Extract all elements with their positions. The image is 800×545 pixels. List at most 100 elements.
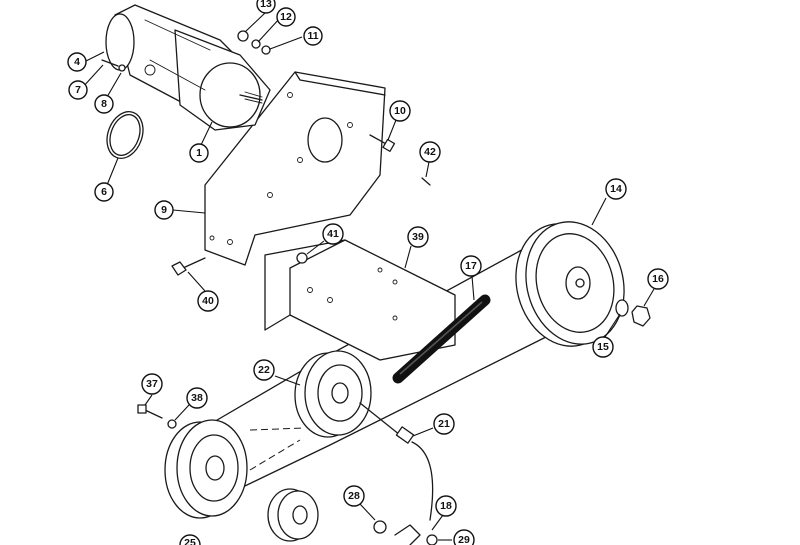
drive-pulley: [164, 419, 248, 519]
bracket-hole: [347, 122, 353, 128]
nut-41: [296, 252, 308, 264]
leader-10: [387, 119, 397, 141]
small-pulley-hub: [292, 505, 308, 525]
belt-dash: [249, 427, 306, 431]
motor-face: [199, 62, 261, 128]
bracket-hole: [297, 157, 303, 163]
leader-12: [257, 17, 281, 43]
callout-4: 4: [67, 52, 87, 72]
o-ring-inner: [109, 114, 141, 156]
small-pulley-front: [277, 490, 319, 540]
tensioner-block: [395, 426, 415, 444]
drive-shaft: [392, 294, 491, 384]
callout-label: 1: [196, 147, 202, 159]
bracket-hole: [209, 235, 215, 241]
callout-label: 37: [146, 378, 158, 390]
leader-42: [425, 161, 430, 178]
belt-dash-2: [249, 439, 301, 471]
bracket-hole: [227, 239, 233, 245]
lower-bracket-hole: [377, 267, 383, 273]
washer-8: [118, 64, 126, 72]
nut-16: [631, 305, 651, 327]
callout-label: 22: [258, 364, 270, 376]
small-pulley: [267, 488, 319, 542]
callout-21: 21: [433, 413, 455, 435]
bolt-40-shank: [182, 257, 206, 269]
lockwasher-11: [261, 45, 271, 55]
leader-28: [359, 503, 376, 521]
callout-25: 25: [179, 534, 201, 545]
leader-14: [591, 197, 607, 226]
lower-bracket-hole: [307, 287, 313, 293]
leader-39: [404, 245, 412, 269]
callout-label: 12: [280, 11, 292, 23]
large-pulley-hub: [565, 266, 591, 300]
callout-label: 42: [424, 146, 436, 158]
callout-label: 17: [465, 260, 477, 272]
bracket-edge: [294, 71, 386, 96]
screw-7: [101, 59, 119, 67]
washer-38: [167, 419, 177, 429]
motor-port: [144, 64, 156, 76]
motor-end-cap: [105, 13, 135, 71]
bracket-hole: [267, 192, 273, 198]
callout-6: 6: [94, 182, 114, 202]
callout-label: 10: [394, 105, 406, 117]
callout-22: 22: [253, 359, 275, 381]
washer-15: [615, 299, 629, 317]
drive-pulley-front: [176, 419, 248, 517]
large-pulley: [515, 221, 625, 347]
bolt-40-head: [171, 261, 187, 276]
leader-41: [306, 240, 325, 255]
large-pulley-groove: [535, 233, 615, 333]
callout-39: 39: [407, 226, 429, 248]
leader-16: [643, 288, 655, 307]
callout-label: 4: [74, 56, 80, 68]
callout-label: 16: [652, 273, 664, 285]
leader-22: [274, 375, 301, 386]
drive-pulley-groove: [189, 434, 239, 502]
bolt-37-head: [137, 404, 147, 414]
shaft-highlight: [399, 301, 483, 375]
bracket-plate: [204, 71, 386, 266]
callout-label: 14: [610, 183, 622, 195]
leader-6: [106, 157, 119, 186]
callout-label: 28: [348, 490, 360, 502]
callout-10: 10: [389, 100, 411, 122]
callout-18: 18: [435, 495, 457, 517]
lower-bracket-hole: [392, 315, 398, 321]
idler-pulley-ring: [317, 364, 363, 422]
mounting-bracket: [204, 71, 386, 266]
callout-label: 18: [440, 500, 452, 512]
callout-label: 39: [412, 231, 424, 243]
callout-38: 38: [186, 387, 208, 409]
callout-13: 13: [256, 0, 276, 14]
callout-label: 21: [438, 418, 450, 430]
callout-7: 7: [68, 80, 88, 100]
bracket-hole: [287, 92, 293, 98]
lower-bracket-edge: [289, 239, 346, 316]
nut-13: [237, 30, 249, 42]
leader-lines: [81, 12, 655, 541]
callout-label: 11: [307, 30, 318, 42]
idler-pulley-front: [304, 350, 372, 436]
callout-8: 8: [94, 94, 114, 114]
tensioner: [359, 402, 434, 521]
leader-38: [174, 404, 190, 421]
shaft-splines: [244, 91, 263, 104]
lower-bracket-plate: [264, 239, 456, 361]
idler-pulley-hub: [331, 382, 349, 404]
motor-shaft: [239, 94, 263, 101]
callout-label: 13: [260, 0, 272, 10]
callout-label: 25: [184, 537, 196, 545]
callout-label: 9: [161, 204, 167, 216]
callout-9: 9: [154, 200, 174, 220]
callout-12: 12: [276, 7, 296, 27]
leader-4: [83, 51, 105, 63]
o-ring: [106, 111, 144, 159]
bolt-10-head: [382, 138, 396, 152]
leader-8: [106, 72, 122, 98]
callout-label: 38: [191, 392, 203, 404]
callout-17: 17: [460, 255, 482, 277]
